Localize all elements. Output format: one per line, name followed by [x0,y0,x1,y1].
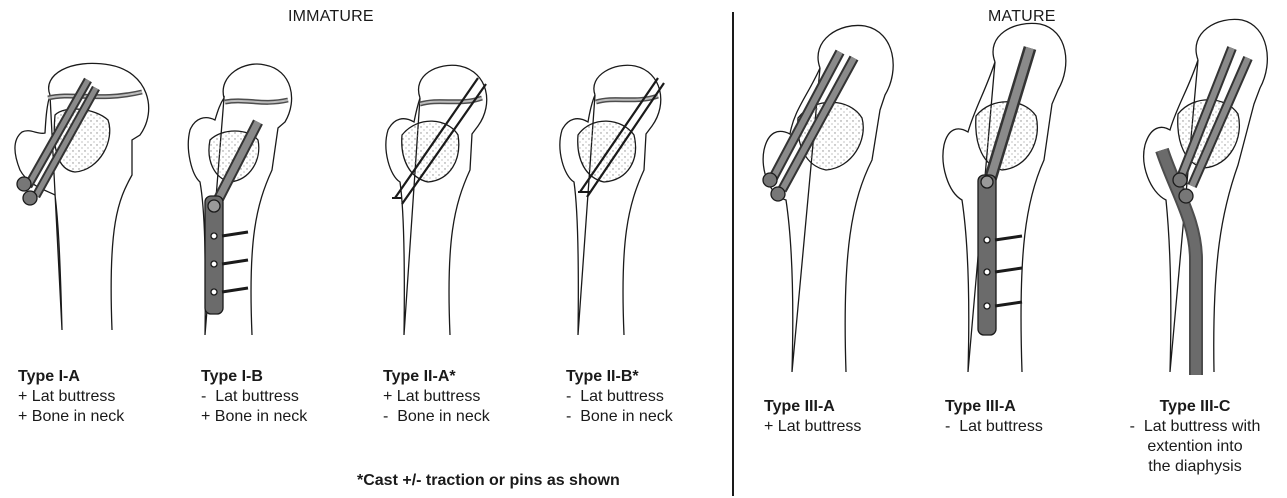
femur-type-ii-a [386,65,487,335]
caption-title: Type III-C [1110,397,1280,417]
caption-type-iii-a-minus: Type III-A - Lat buttress [945,397,1043,437]
caption-line: + Lat buttress [383,387,490,407]
femur-type-ii-b [560,65,664,335]
caption-line: - Bone in neck [383,407,490,427]
caption-line: + Lat buttress [18,387,124,407]
femur-type-i-b [188,64,291,335]
caption-type-i-b: Type I-B - Lat buttress + Bone in neck [201,367,307,427]
femur-type-i-a [15,63,149,330]
caption-line: + Lat buttress [764,417,861,437]
footnote-cast-traction: *Cast +/- traction or pins as shown [357,472,620,490]
caption-line: + Bone in neck [201,407,307,427]
caption-type-i-a: Type I-A + Lat buttress + Bone in neck [18,367,124,427]
caption-line: + Bone in neck [18,407,124,427]
caption-line: - Lat buttress [566,387,673,407]
caption-type-iii-a-plus: Type III-A + Lat buttress [764,397,861,437]
caption-line: - Lat buttress [945,417,1043,437]
caption-type-ii-a: Type II-A* + Lat buttress - Bone in neck [383,367,490,427]
caption-line: extention into [1110,437,1280,457]
caption-title: Type I-A [18,367,124,387]
caption-line: - Bone in neck [566,407,673,427]
caption-line: - Lat buttress [201,387,307,407]
caption-line: the diaphysis [1110,457,1280,477]
caption-type-ii-b: Type II-B* - Lat buttress - Bone in neck [566,367,673,427]
caption-title: Type I-B [201,367,307,387]
caption-line: - Lat buttress with [1110,417,1280,437]
caption-title: Type II-A* [383,367,490,387]
caption-title: Type III-A [945,397,1043,417]
caption-type-iii-c: Type III-C - Lat buttress with extention… [1110,397,1280,477]
caption-title: Type II-B* [566,367,673,387]
femur-type-iii-a-minus [943,23,1066,372]
femur-type-iii-a-plus [763,25,893,372]
caption-title: Type III-A [764,397,861,417]
femur-type-iii-c [1144,19,1268,375]
